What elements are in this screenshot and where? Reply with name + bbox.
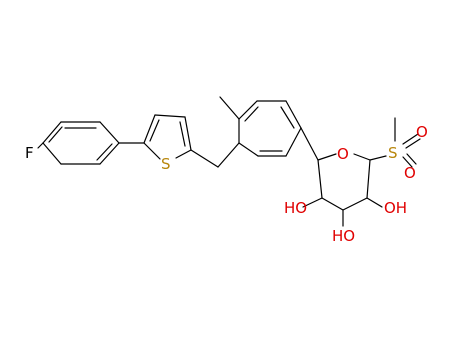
s-o-double-bond-2	[402, 156, 413, 168]
c-oh-left-bond	[302, 197, 323, 208]
ring-oxygen-atom: O	[337, 145, 349, 163]
hydroxyl-bottom: HO	[332, 227, 355, 245]
tolyl-ring	[238, 100, 302, 157]
oxane-ring	[317, 153, 371, 211]
fluorine-atom: F	[25, 144, 34, 162]
sulfonyl-oxygen-atom-2: O	[404, 164, 416, 182]
c-s-bond	[369, 155, 387, 161]
thiophene-sulfur-atom: S	[161, 155, 171, 173]
aryl-sugar-bond	[300, 127, 319, 161]
thiophene-ring	[143, 114, 192, 160]
sulfonyl-sulfur-atom: S	[388, 144, 398, 162]
methylene-bond-1	[190, 149, 219, 168]
c-oh-right-bond	[366, 197, 383, 208]
methylene-bond-2	[217, 142, 240, 168]
methyl-bond	[219, 96, 240, 120]
c-f-bond	[37, 142, 44, 149]
fluorophenyl-ring	[42, 121, 120, 165]
s-o-double-bond-1	[402, 133, 419, 145]
sulfonyl-oxygen-atom-1: O	[416, 123, 428, 141]
s-o-double-bond-1b	[405, 138, 421, 149]
hydroxyl-right: OH	[384, 199, 407, 217]
hydroxyl-left: HO	[284, 199, 307, 217]
s-o-double-bond-2b	[406, 153, 417, 165]
